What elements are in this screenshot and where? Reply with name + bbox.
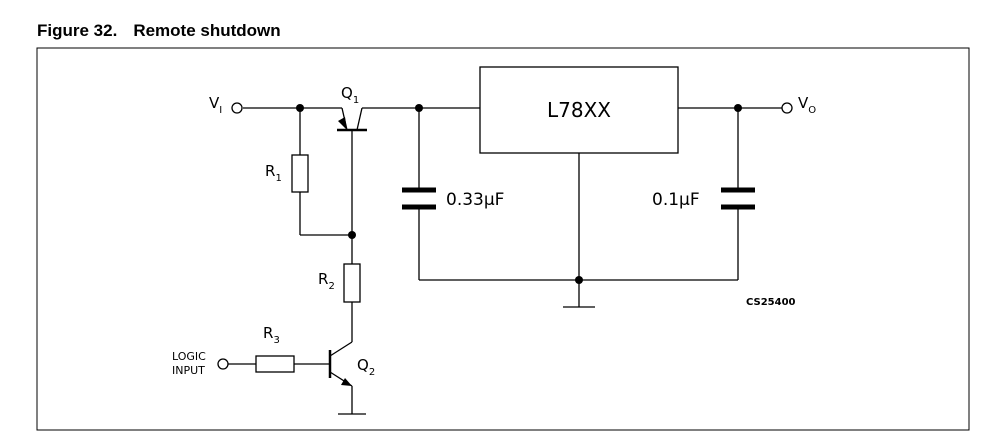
logic-input-terminal [217,358,229,370]
input-wiring [243,107,480,342]
junction-dot [415,104,423,112]
figure-frame [36,47,970,431]
regulator-label: L78XX [547,98,611,122]
regulator-block [479,66,679,154]
input-capacitor [402,187,436,210]
r3-resistor [255,355,295,373]
logic-input-wiring [228,355,330,373]
figure-title: Remote shutdown [133,21,281,40]
input-capacitor-value: 0.33µF [446,190,504,210]
q2-transistor [328,341,366,415]
q2-label: Q2 [357,356,375,378]
q1-transistor [337,107,367,132]
output-capacitor [721,187,755,210]
junction-dot [734,104,742,112]
logic-input-label-line2: INPUT [172,364,205,377]
vi-terminal [231,102,243,114]
figure-code: CS25400 [746,297,796,308]
q1-label: Q1 [341,84,359,106]
output-capacitor-value: 0.1µF [652,190,700,210]
vi-label: VI [209,94,222,116]
figure-number: Figure 32. [37,21,118,40]
vo-label: VO [798,94,816,116]
r3-label: R3 [263,324,280,346]
r1-resistor [291,154,309,193]
r2-resistor [343,263,361,303]
junction-dot [348,231,356,239]
junction-dot [575,276,583,284]
figure-caption: Figure 32. Remote shutdown [37,21,281,41]
r2-label: R2 [318,270,335,292]
logic-input-label-line1: LOGIC [172,350,206,363]
r1-label: R1 [265,162,282,184]
junction-dot [296,104,304,112]
vo-terminal [781,102,793,114]
